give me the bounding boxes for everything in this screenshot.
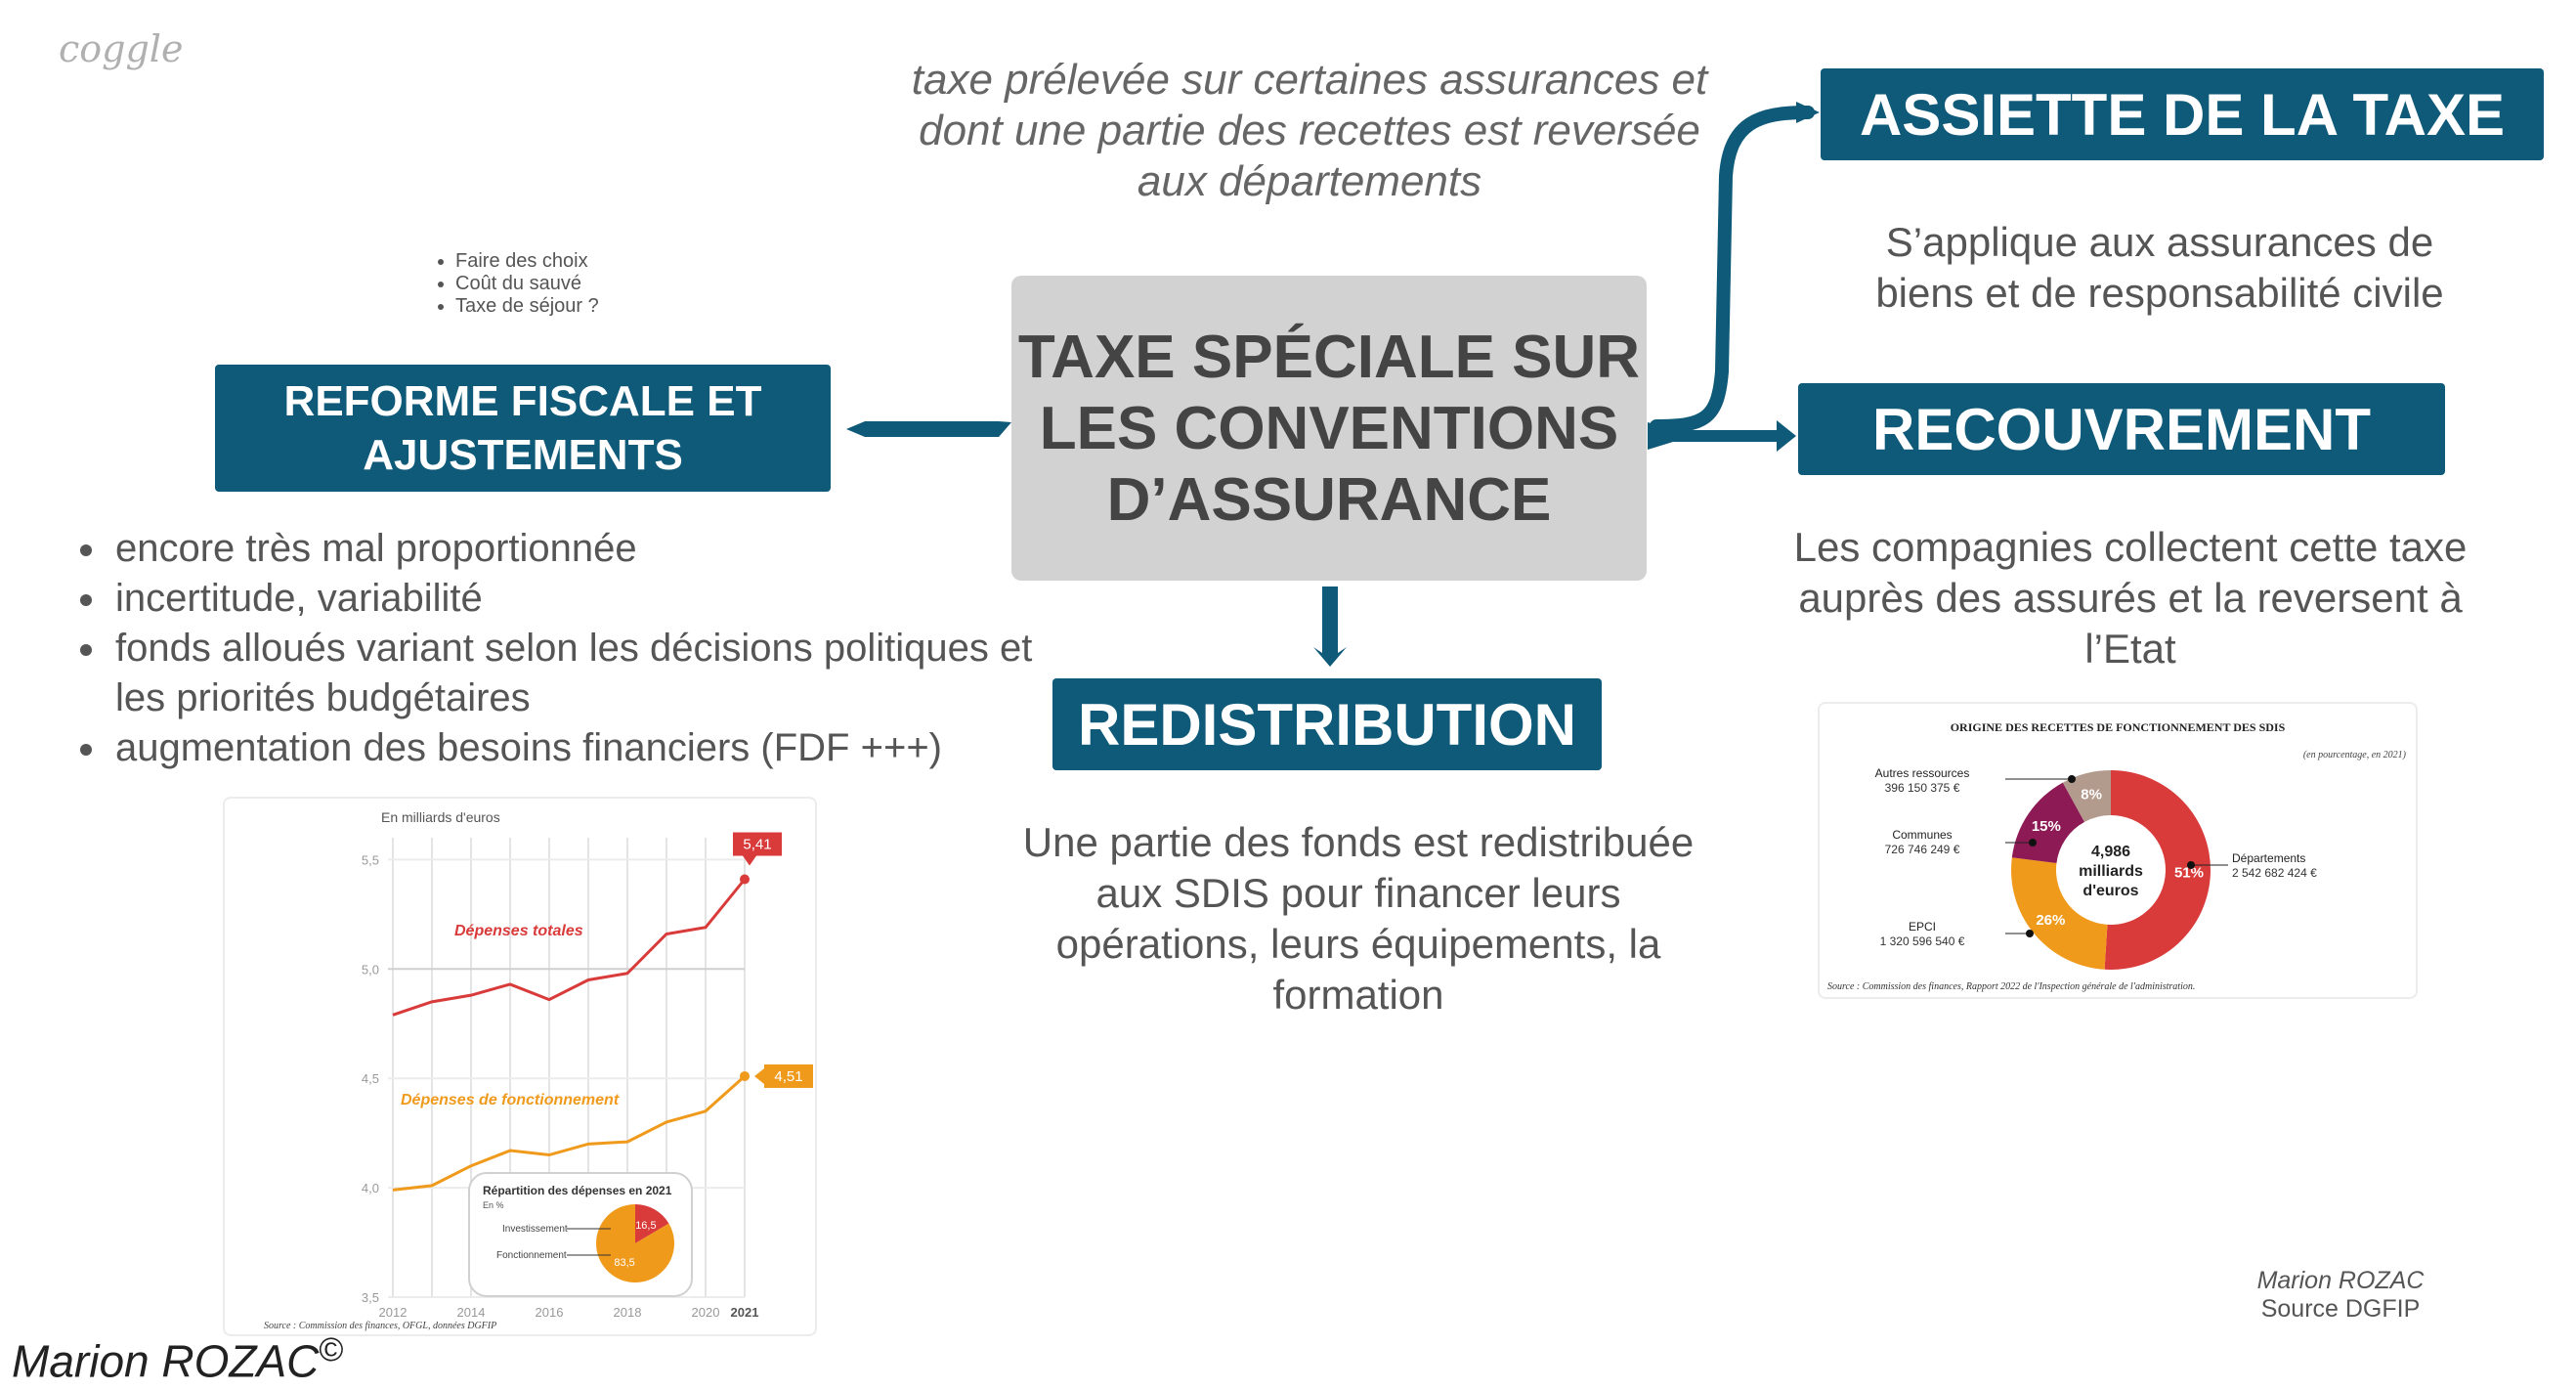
series-name-label: Dépenses totales bbox=[454, 923, 583, 939]
series-end-point bbox=[740, 874, 750, 885]
connector-left bbox=[846, 421, 1011, 437]
assiette-node[interactable]: ASSIETTE DE LA TAXE bbox=[1821, 68, 2544, 160]
reforme-bullet-list: encore très mal proportionnée incertitud… bbox=[68, 524, 1087, 773]
inset-slice-value: 16,5 bbox=[635, 1220, 656, 1232]
series-name-label: Dépenses de fonctionnement bbox=[401, 1092, 620, 1108]
donut-slice-label: Autres ressources bbox=[1875, 766, 1970, 780]
central-node[interactable]: TAXE SPÉCIALE SUR LES CONVENTIONS D’ASSU… bbox=[1011, 276, 1647, 581]
inset-slice-label: Fonctionnement bbox=[496, 1250, 567, 1261]
donut-slice-value: 51% bbox=[2174, 865, 2204, 882]
inset-pie-slice bbox=[596, 1204, 674, 1282]
copyright-mark: © bbox=[319, 1331, 344, 1368]
recouvrement-title: RECOUVREMENT bbox=[1871, 396, 2372, 462]
revenue-donut-chart: ORIGINE DES RECETTES DE FONCTIONNEMENT D… bbox=[1827, 720, 2407, 992]
donut-slice-amount: 396 150 375 € bbox=[1885, 781, 1960, 795]
reforme-bullet: incertitude, variabilité bbox=[109, 574, 1087, 624]
reforme-node[interactable]: REFORME FISCALE ET AJUSTEMENTS bbox=[215, 365, 831, 492]
reforme-bullet: fonds alloués variant selon les décision… bbox=[109, 624, 1087, 723]
connector-right bbox=[1648, 420, 1796, 452]
donut-leader-dot bbox=[2029, 839, 2037, 847]
chart-source: Source : Commission des finances, OFGL, … bbox=[264, 1321, 496, 1331]
credit-name: Marion ROZAC bbox=[2256, 1267, 2425, 1294]
central-title: TAXE SPÉCIALE SUR LES CONVENTIONS D’ASSU… bbox=[1017, 323, 1641, 534]
series-line bbox=[392, 878, 747, 1017]
y-tick-label: 4,5 bbox=[362, 1071, 379, 1086]
donut-slice-value: 8% bbox=[2081, 787, 2102, 804]
chart-unit-label: En milliards d'euros bbox=[381, 809, 500, 825]
donut-slice-amount: 726 746 249 € bbox=[1885, 843, 1960, 856]
inset-slice-value: 83,5 bbox=[614, 1257, 634, 1269]
x-tick-label: 2016 bbox=[536, 1305, 564, 1320]
donut-leader-dot bbox=[2068, 775, 2076, 783]
donut-slice bbox=[2062, 770, 2111, 822]
revenue-chart-card: ORIGINE DES RECETTES DE FONCTIONNEMENT D… bbox=[1818, 702, 2418, 999]
tax-definition-note: taxe prélevée sur certaines assurances e… bbox=[911, 56, 1708, 205]
donut-leader-dot bbox=[2026, 930, 2034, 937]
y-tick-label: 3,5 bbox=[362, 1290, 379, 1305]
donut-slice bbox=[2104, 770, 2211, 970]
donut-center-label: d'euros bbox=[2082, 883, 2138, 899]
credit-source: Source DGFIP bbox=[2260, 1295, 2421, 1323]
end-value-label: 5,41 bbox=[743, 837, 771, 853]
donut-leader-dot bbox=[2187, 861, 2195, 869]
series-line bbox=[392, 1074, 747, 1192]
x-tick-label: 2020 bbox=[692, 1305, 720, 1320]
reforme-title: REFORME FISCALE ET AJUSTEMENTS bbox=[283, 377, 762, 479]
x-tick-label: 2021 bbox=[731, 1305, 759, 1320]
small-bullet-item: Faire des choix bbox=[455, 250, 599, 273]
recouvrement-node[interactable]: RECOUVREMENT bbox=[1798, 383, 2445, 475]
donut-slice-value: 26% bbox=[2036, 912, 2065, 929]
inset-pie-box: Répartition des dépenses en 2021 En % 16,5… bbox=[468, 1172, 693, 1297]
donut-center-label: 4,986 bbox=[2091, 844, 2130, 860]
inset-pie-slice bbox=[635, 1204, 669, 1243]
credit-block: Marion ROZAC Source DGFIP bbox=[2179, 1267, 2502, 1324]
donut-source: Source : Commission des finances, Rappor… bbox=[1827, 981, 2195, 992]
donut-slice-amount: 2 542 682 424 € bbox=[2232, 866, 2317, 880]
small-bullet-item: Coût du sauvé bbox=[455, 273, 599, 295]
signature: Marion ROZAC© bbox=[12, 1331, 343, 1387]
reforme-bullet: augmentation des besoins financiers (FDF… bbox=[109, 723, 1087, 773]
series-end-point bbox=[740, 1070, 750, 1081]
end-value-label: 4,51 bbox=[774, 1068, 802, 1085]
x-tick-label: 2018 bbox=[614, 1305, 642, 1320]
assiette-text: S’applique aux assurances de biens et de… bbox=[1875, 219, 2444, 316]
inset-slice-label: Investissement bbox=[502, 1224, 568, 1235]
redistribution-text: Une partie des fonds est redistribuée au… bbox=[1022, 819, 1695, 1018]
badge-pointer bbox=[743, 855, 756, 866]
inset-title: Répartition des dépenses en 2021 bbox=[483, 1184, 672, 1197]
x-tick-label: 2012 bbox=[379, 1305, 408, 1320]
redistribution-title: REDISTRIBUTION bbox=[1078, 691, 1576, 758]
redistribution-node[interactable]: REDISTRIBUTION bbox=[1052, 678, 1602, 770]
y-tick-label: 4,0 bbox=[362, 1181, 379, 1195]
signature-name: Marion ROZAC bbox=[12, 1335, 320, 1387]
donut-center-label: milliards bbox=[2079, 863, 2143, 880]
donut-slice-label: EPCI bbox=[1909, 920, 1936, 934]
y-tick-label: 5,5 bbox=[362, 852, 379, 867]
donut-subtitle: (en pourcentage, en 2021) bbox=[2303, 750, 2407, 760]
small-bullet-item: Taxe de séjour ? bbox=[455, 295, 599, 318]
connector-down bbox=[1313, 586, 1347, 667]
assiette-title: ASSIETTE DE LA TAXE bbox=[1859, 81, 2506, 148]
y-tick-label: 5,0 bbox=[362, 962, 379, 977]
donut-slice-label: Communes bbox=[1892, 828, 1952, 842]
inset-subtitle: En % bbox=[483, 1200, 504, 1210]
small-bullet-list: Faire des choix Coût du sauvé Taxe de sé… bbox=[420, 250, 599, 318]
donut-slice bbox=[2011, 857, 2108, 970]
badge-pointer bbox=[754, 1067, 764, 1084]
x-tick-label: 2014 bbox=[457, 1305, 486, 1320]
coggle-logo: coggle bbox=[59, 27, 184, 70]
donut-slice-amount: 1 320 596 540 € bbox=[1880, 934, 1965, 948]
connector-curve-assiette bbox=[1650, 106, 1815, 433]
donut-slice-value: 15% bbox=[2032, 818, 2061, 835]
donut-title: ORIGINE DES RECETTES DE FONCTIONNEMENT D… bbox=[1951, 720, 2286, 734]
recouvrement-text: Les compagnies collectent cette taxe aup… bbox=[1793, 524, 2468, 672]
reforme-bullet: encore très mal proportionnée bbox=[109, 524, 1087, 574]
end-value-badge bbox=[733, 832, 782, 856]
donut-slice-label: Départements bbox=[2232, 851, 2305, 865]
end-value-badge bbox=[764, 1064, 813, 1088]
